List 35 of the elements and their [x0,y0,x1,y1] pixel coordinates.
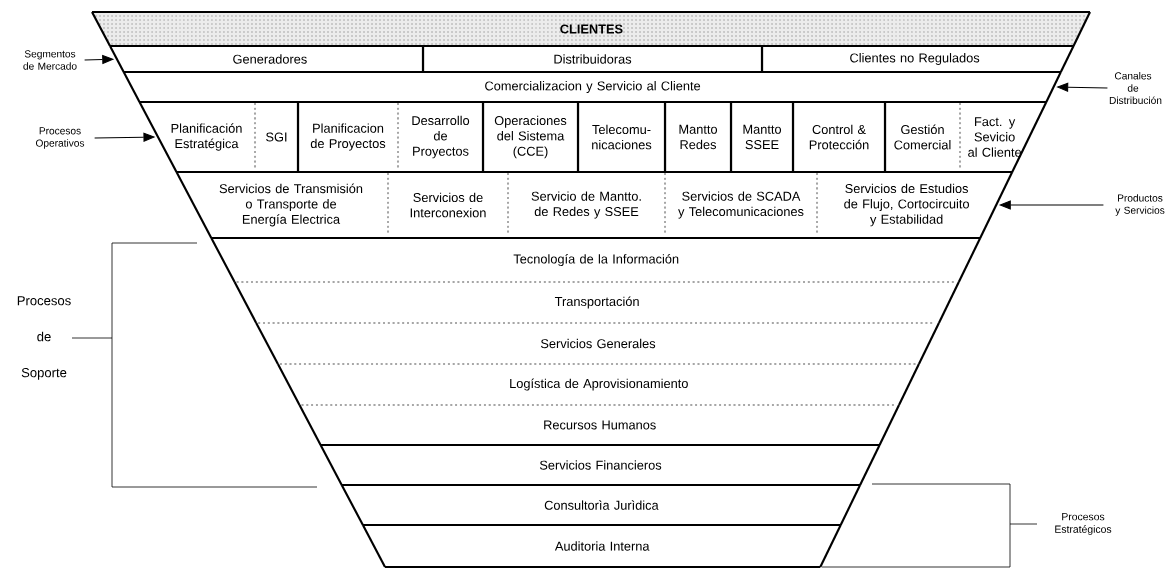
process-cell: Telecomu- nicaciones [576,100,667,174]
side-label: Segmentos de Mercado [23,50,77,70]
service-cell: Servicios de Interconexion [386,170,510,240]
title-band: CLIENTES [91,10,1091,48]
side-label: Canales de Distribución [1109,72,1162,104]
process-cell: Mantto SSEE [729,100,795,174]
process-cell: Fact. y Sevicio al Cliente [958,100,1048,174]
side-label: Productos y Servicios [1115,194,1165,216]
service-cell: Servicios de Estudios de Flujo, Cortocircuito y Estabilidad [815,170,1014,240]
market-segment-cell: Distribuidoras [421,44,764,74]
service-cell: Servicio de Mantto. de Redes y SSEE [506,170,667,240]
process-cell: Planificacion de Proyectos [296,100,400,174]
market-segment-cell: Generadores [109,44,425,74]
support-process-band: Tecnología de la Información [210,236,982,284]
process-cell: Operaciones del Sistema (CCE) [481,100,580,174]
strategic-process-band: Auditoria Interna [361,523,842,568]
side-label: Procesos Operativos [36,127,85,149]
process-cell: Mantto Redes [663,100,733,174]
process-cell: Desarrollo de Proyectos [396,100,485,174]
service-cell: Servicios de SCADA y Telecomunicaciones [663,170,819,240]
bracket-label: Procesos Estratégicos [1055,513,1112,535]
market-segment-cell: Clientes no Regulados [760,44,1075,74]
process-cell: SGI [253,100,300,174]
support-process-band: Servicios Generales [255,321,940,366]
bracket-label: Procesos de Soporte [17,296,71,380]
process-cell: Planificación Estratégica [138,100,257,174]
strategic-process-band: Servicios Financieros [319,443,881,487]
process-cell: Control & Protección [791,100,887,174]
support-process-band: Logística de Aprovisionamiento [276,362,920,407]
service-cell: Servicios de Transmisión o Transporte de Energía Electrica [175,170,390,240]
strategic-process-band: Consultorìa Jurìdica [340,483,862,527]
process-cell: Gestión Comercial [883,100,962,174]
channel-band: Comercializacion y Servicio al Cliente [122,70,1062,104]
support-process-band: Recursos Humanos [298,403,900,447]
support-process-band: Transportación [233,280,960,325]
